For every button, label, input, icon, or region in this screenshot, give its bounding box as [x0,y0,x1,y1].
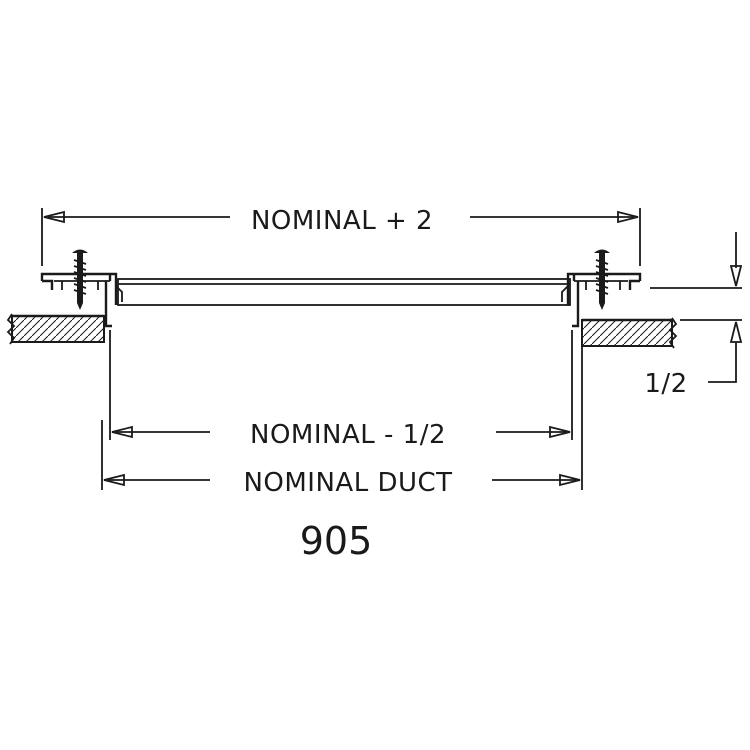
arrowhead-left [43,210,65,224]
break-line-left [6,313,16,345]
dimension-flange-depth: 1/2 [644,232,743,399]
break-line-right [668,317,678,349]
arrowhead-right-inner [549,425,571,439]
dimension-nominal-minus-half: NOMINAL - 1/2 [109,330,573,450]
grille-face-bar [117,278,571,306]
arrowhead-left-duct [103,473,125,487]
label-half-inch: 1/2 [644,369,687,399]
arrowhead-down [729,265,743,287]
dimension-nominal-plus-2: NOMINAL + 2 [41,206,641,266]
right-frame-clip [561,285,569,302]
duct-wall-left [6,313,105,345]
left-frame-leg [104,281,112,328]
screw-left-icon [72,249,88,310]
label-nominal-minus-half: NOMINAL - 1/2 [250,420,446,450]
screw-right-icon [594,249,610,310]
left-flange [40,272,118,305]
leader-bottom [708,342,737,383]
label-nominal-duct: NOMINAL DUCT [243,468,452,498]
dimension-nominal-duct: NOMINAL DUCT [101,342,583,498]
right-frame-leg [572,281,580,328]
grille-body [40,272,642,328]
arrowhead-up [729,321,743,343]
right-flange [566,272,642,305]
model-number: 905 [300,519,373,563]
label-nominal-plus-2: NOMINAL + 2 [251,206,433,236]
duct-wall-right [581,317,678,349]
arrowhead-left-inner [111,425,133,439]
arrowhead-right [617,210,639,224]
left-frame-clip [115,285,123,302]
arrowhead-right-duct [559,473,581,487]
